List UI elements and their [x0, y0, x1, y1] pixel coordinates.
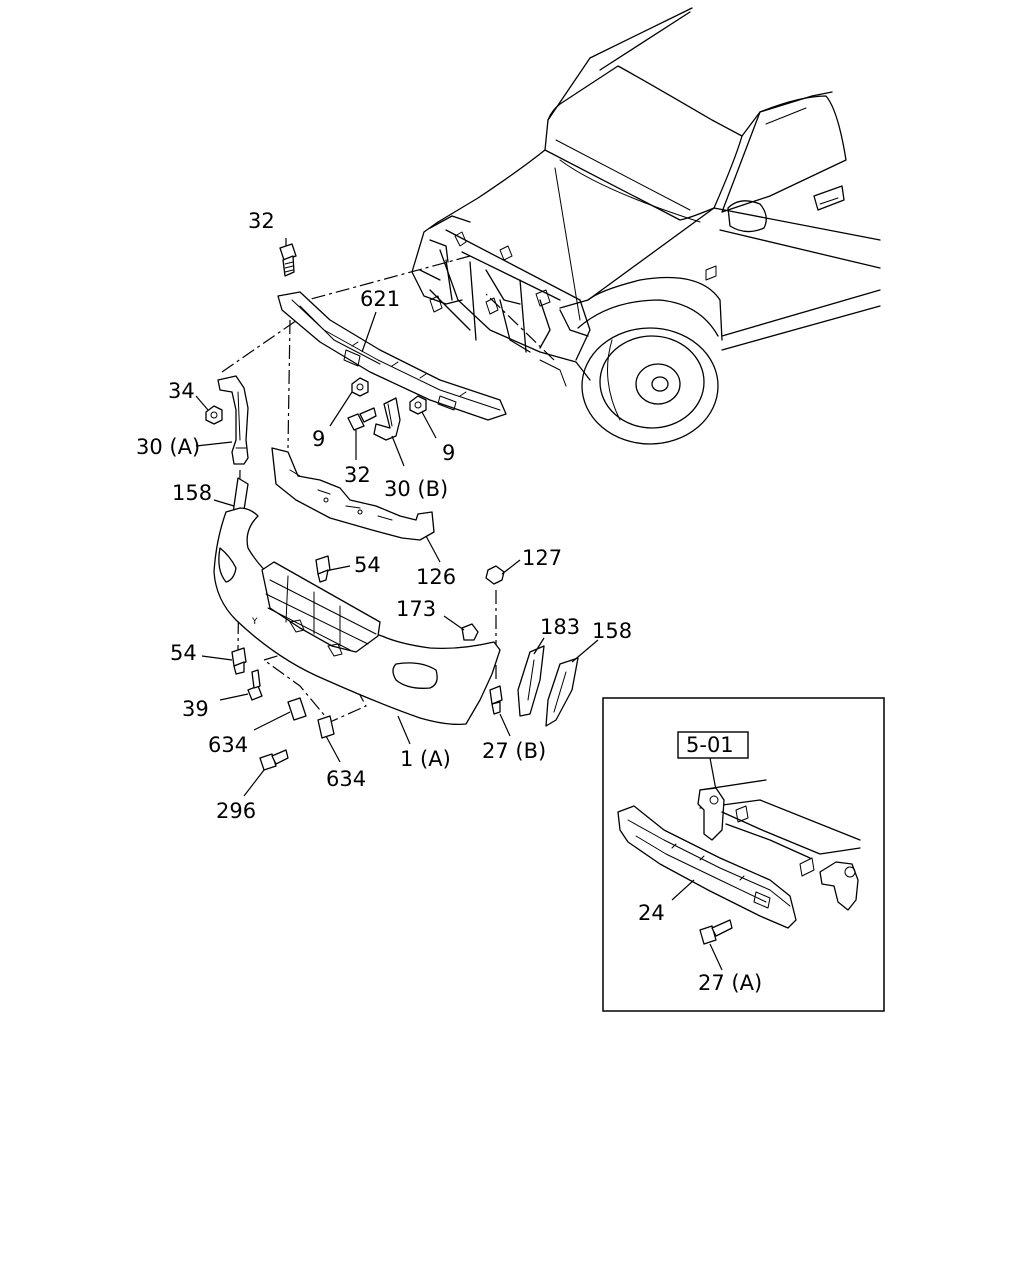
clip-634-right [317, 715, 335, 739]
clip-54-left [231, 647, 247, 675]
label-127: 127 [522, 546, 562, 570]
bumper-1a [213, 507, 501, 726]
part-labels: 32 621 34 30 (A) 9 9 32 30 (B) 158 126 5… [136, 209, 632, 823]
screw-27b [489, 685, 503, 715]
upper-bar-621 [277, 291, 507, 421]
label-9-right: 9 [442, 441, 455, 465]
leader-lines [195, 238, 599, 797]
label-9-left: 9 [312, 427, 325, 451]
bolt-32-top [279, 243, 297, 277]
nut-9-left [351, 377, 369, 397]
inset-detail: 5-01 24 27 (A) [602, 697, 885, 1012]
clip-54-top [315, 555, 331, 583]
nut-34 [205, 405, 223, 425]
bolt-296 [259, 749, 289, 771]
label-621: 621 [360, 287, 400, 311]
clip-634-left [287, 697, 307, 721]
label-30b: 30 (B) [384, 477, 448, 501]
label-183: 183 [540, 615, 580, 639]
label-30a: 30 (A) [136, 435, 200, 459]
label-39: 39 [182, 697, 209, 721]
label-32-mid: 32 [344, 463, 371, 487]
panel-126 [271, 447, 435, 541]
y-mark: Y [251, 617, 258, 627]
label-54-top: 54 [354, 553, 381, 577]
label-158-left: 158 [172, 481, 212, 505]
section-ref-label[interactable]: 5-01 [686, 733, 734, 757]
bolt-32-mid [347, 407, 377, 431]
bracket-30a [217, 375, 249, 465]
bracket-30b [373, 397, 401, 441]
label-126: 126 [416, 565, 456, 589]
label-34: 34 [168, 379, 195, 403]
section-ref-box[interactable] [677, 731, 749, 759]
label-32-top: 32 [248, 209, 275, 233]
vehicle-outline [411, 7, 881, 445]
label-634-right: 634 [326, 767, 366, 791]
label-27b: 27 (B) [482, 739, 546, 763]
screw-39 [247, 669, 263, 701]
clip-127 [485, 565, 505, 585]
label-158-right: 158 [592, 619, 632, 643]
nut-9-right [409, 395, 427, 415]
trim-183 [517, 645, 545, 717]
label-296: 296 [216, 799, 256, 823]
nut-173 [461, 623, 479, 641]
label-1a: 1 (A) [400, 747, 451, 771]
label-27a: 27 (A) [698, 971, 762, 995]
label-634-left: 634 [208, 733, 248, 757]
label-24: 24 [638, 901, 665, 925]
label-173: 173 [396, 597, 436, 621]
strip-158-right [545, 657, 579, 727]
label-54-left: 54 [170, 641, 197, 665]
